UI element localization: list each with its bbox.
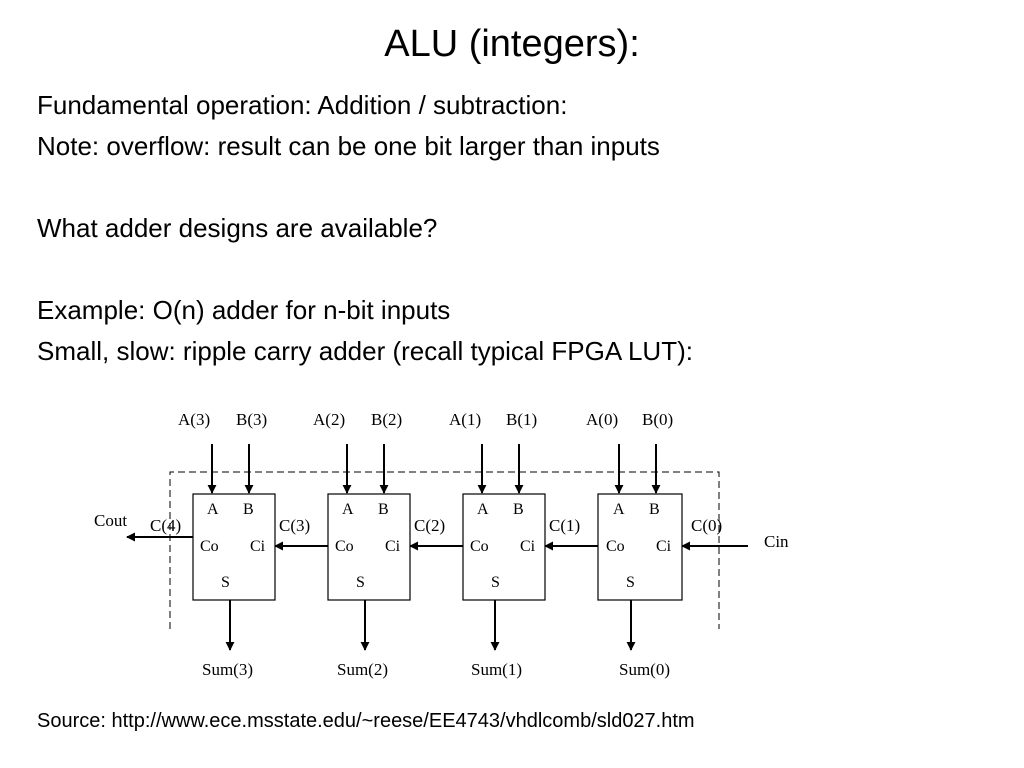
port-co: Co <box>335 538 354 555</box>
adder-box <box>327 493 411 601</box>
port-a: A <box>613 501 625 518</box>
input-label-a3: A(3) <box>178 410 210 429</box>
full-adder-cell-bit0: A(0) B(0) A B Co Ci S Sum(0) <box>586 410 683 679</box>
adder-box <box>462 493 546 601</box>
port-co: Co <box>200 538 219 555</box>
input-label-a2: A(2) <box>313 410 345 429</box>
slide-title: ALU (integers): <box>384 23 640 65</box>
port-ci: Ci <box>656 538 672 555</box>
port-a: A <box>477 501 489 518</box>
text-line-example: Example: O(n) adder for n-bit inputs <box>37 295 451 325</box>
port-co: Co <box>470 538 489 555</box>
full-adder-cell-bit1: A(1) B(1) A B Co Ci S Sum(1) <box>449 410 546 679</box>
port-ci: Ci <box>250 538 266 555</box>
port-s: S <box>626 574 635 591</box>
carry-label-c4: C(4) <box>150 516 181 535</box>
input-label-b0: B(0) <box>642 410 673 429</box>
source-citation: Source: http://www.ece.msstate.edu/~rees… <box>37 710 695 732</box>
dashed-enclosure <box>169 471 720 629</box>
port-a: A <box>207 501 219 518</box>
port-co: Co <box>606 538 625 555</box>
carry-label-c0: C(0) <box>691 516 722 535</box>
port-ci: Ci <box>385 538 401 555</box>
port-a: A <box>342 501 354 518</box>
text-line-adder-designs-question: What adder designs are available? <box>37 213 438 243</box>
carry-label-c2: C(2) <box>414 516 445 535</box>
input-label-a1: A(1) <box>449 410 481 429</box>
text-line-fundamental-operation: Fundamental operation: Addition / subtra… <box>37 90 568 120</box>
adder-box <box>597 493 683 601</box>
sum-label-2: Sum(2) <box>337 660 388 679</box>
port-s: S <box>356 574 365 591</box>
input-label-b2: B(2) <box>371 410 402 429</box>
sum-label-3: Sum(3) <box>202 660 253 679</box>
cin-label: Cin <box>764 532 789 551</box>
port-s: S <box>221 574 230 591</box>
cout-label: Cout <box>94 511 127 530</box>
input-label-b1: B(1) <box>506 410 537 429</box>
text-line-ripple-carry: Small, slow: ripple carry adder (recall … <box>37 336 693 366</box>
port-b: B <box>378 501 389 518</box>
input-label-a0: A(0) <box>586 410 618 429</box>
port-b: B <box>243 501 254 518</box>
carry-label-c3: C(3) <box>279 516 310 535</box>
text-line-overflow-note: Note: overflow: result can be one bit la… <box>37 131 660 161</box>
adder-box <box>192 493 276 601</box>
carry-label-c1: C(1) <box>549 516 580 535</box>
sum-label-0: Sum(0) <box>619 660 670 679</box>
port-ci: Ci <box>520 538 536 555</box>
port-b: B <box>649 501 660 518</box>
port-b: B <box>513 501 524 518</box>
input-label-b3: B(3) <box>236 410 267 429</box>
full-adder-cell-bit3: A(3) B(3) A B Co Ci S Sum(3) <box>178 410 276 679</box>
port-s: S <box>491 574 500 591</box>
full-adder-cell-bit2: A(2) B(2) A B Co Ci S Sum(2) <box>313 410 411 679</box>
sum-label-1: Sum(1) <box>471 660 522 679</box>
